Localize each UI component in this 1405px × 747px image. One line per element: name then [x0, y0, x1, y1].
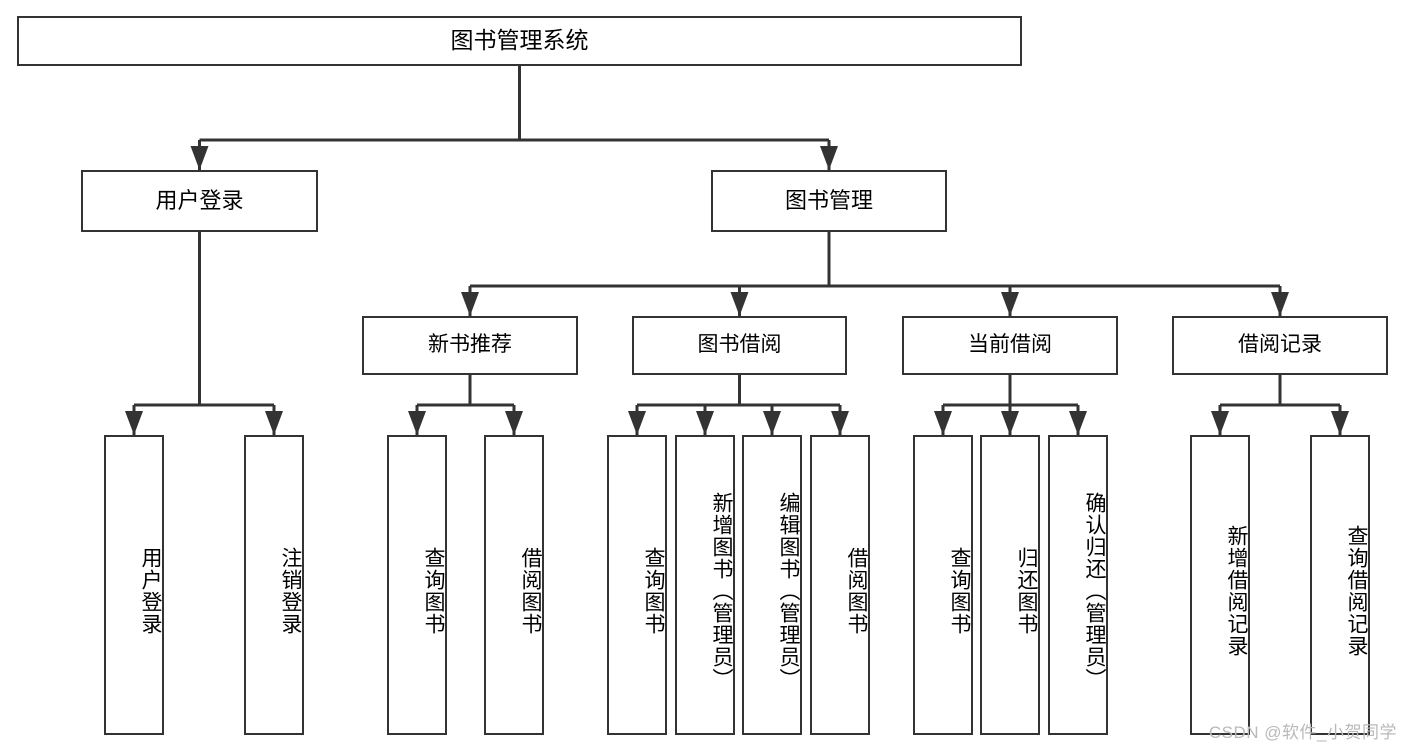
node-leaf-10[interactable]: 归还图书: [980, 435, 1040, 735]
node-leaf-13[interactable]: 查询借阅记录: [1310, 435, 1370, 735]
node-label: 查询借阅记录: [1345, 525, 1368, 657]
arrowhead-icon: [763, 411, 781, 435]
node-cur-borrow[interactable]: 当前借阅: [902, 316, 1118, 375]
arrowhead-icon: [1211, 411, 1229, 435]
arrowhead-icon: [1271, 292, 1289, 316]
arrowhead-icon: [820, 146, 838, 170]
node-leaf-7[interactable]: 编辑图书（管理员）: [742, 435, 802, 735]
arrowhead-icon: [1331, 411, 1349, 435]
node-book-mgmt[interactable]: 图书管理: [711, 170, 947, 232]
arrowhead-icon: [505, 411, 523, 435]
node-leaf-5[interactable]: 查询图书: [607, 435, 667, 735]
arrowhead-icon: [1001, 411, 1019, 435]
node-leaf-4[interactable]: 借阅图书: [484, 435, 544, 735]
arrowhead-icon: [696, 411, 714, 435]
node-leaf-3[interactable]: 查询图书: [387, 435, 447, 735]
node-leaf-11[interactable]: 确认归还（管理员）: [1048, 435, 1108, 735]
node-label: 查询图书: [422, 547, 445, 635]
arrowhead-icon: [934, 411, 952, 435]
node-label: 新增图书（管理员）: [710, 492, 733, 690]
node-leaf-2[interactable]: 注销登录: [244, 435, 304, 735]
arrowhead-icon: [1069, 411, 1087, 435]
arrowhead-icon: [190, 146, 209, 170]
arrowhead-icon: [628, 411, 646, 435]
node-label: 新书推荐: [428, 333, 512, 357]
arrowhead-icon: [831, 411, 849, 435]
node-leaf-6[interactable]: 新增图书（管理员）: [675, 435, 735, 735]
arrowhead-icon: [265, 411, 283, 435]
node-label: 查询图书: [642, 547, 665, 635]
node-leaf-8[interactable]: 借阅图书: [810, 435, 870, 735]
node-root[interactable]: 图书管理系统: [17, 16, 1022, 66]
node-leaf-9[interactable]: 查询图书: [913, 435, 973, 735]
arrowhead-icon: [408, 411, 426, 435]
node-label: 新增借阅记录: [1225, 525, 1248, 657]
node-label: 用户登录: [139, 547, 162, 635]
node-label: 借阅记录: [1238, 333, 1322, 357]
node-label: 借阅图书: [845, 547, 868, 635]
watermark: CSDN @软件_小贺同学: [1208, 723, 1397, 742]
node-label: 编辑图书（管理员）: [777, 492, 800, 690]
node-label: 归还图书: [1015, 547, 1038, 635]
node-label: 当前借阅: [968, 333, 1052, 357]
node-leaf-1[interactable]: 用户登录: [104, 435, 164, 735]
node-borrow-log[interactable]: 借阅记录: [1172, 316, 1388, 375]
node-label: 图书管理系统: [450, 27, 589, 54]
node-label: 用户登录: [155, 188, 244, 214]
node-label: 图书管理: [784, 188, 873, 214]
node-label: 注销登录: [279, 547, 302, 635]
arrowhead-icon: [125, 411, 143, 435]
node-book-borrow[interactable]: 图书借阅: [632, 316, 847, 375]
node-user-login[interactable]: 用户登录: [81, 170, 318, 232]
node-label: 借阅图书: [519, 547, 542, 635]
arrowhead-icon: [730, 292, 749, 316]
arrowhead-icon: [461, 292, 479, 316]
node-new-book-rec[interactable]: 新书推荐: [362, 316, 578, 375]
node-leaf-12[interactable]: 新增借阅记录: [1190, 435, 1250, 735]
node-label: 确认归还（管理员）: [1083, 492, 1106, 690]
node-label: 查询图书: [948, 547, 971, 635]
arrowhead-icon: [1001, 292, 1019, 316]
node-label: 图书借阅: [697, 333, 782, 357]
